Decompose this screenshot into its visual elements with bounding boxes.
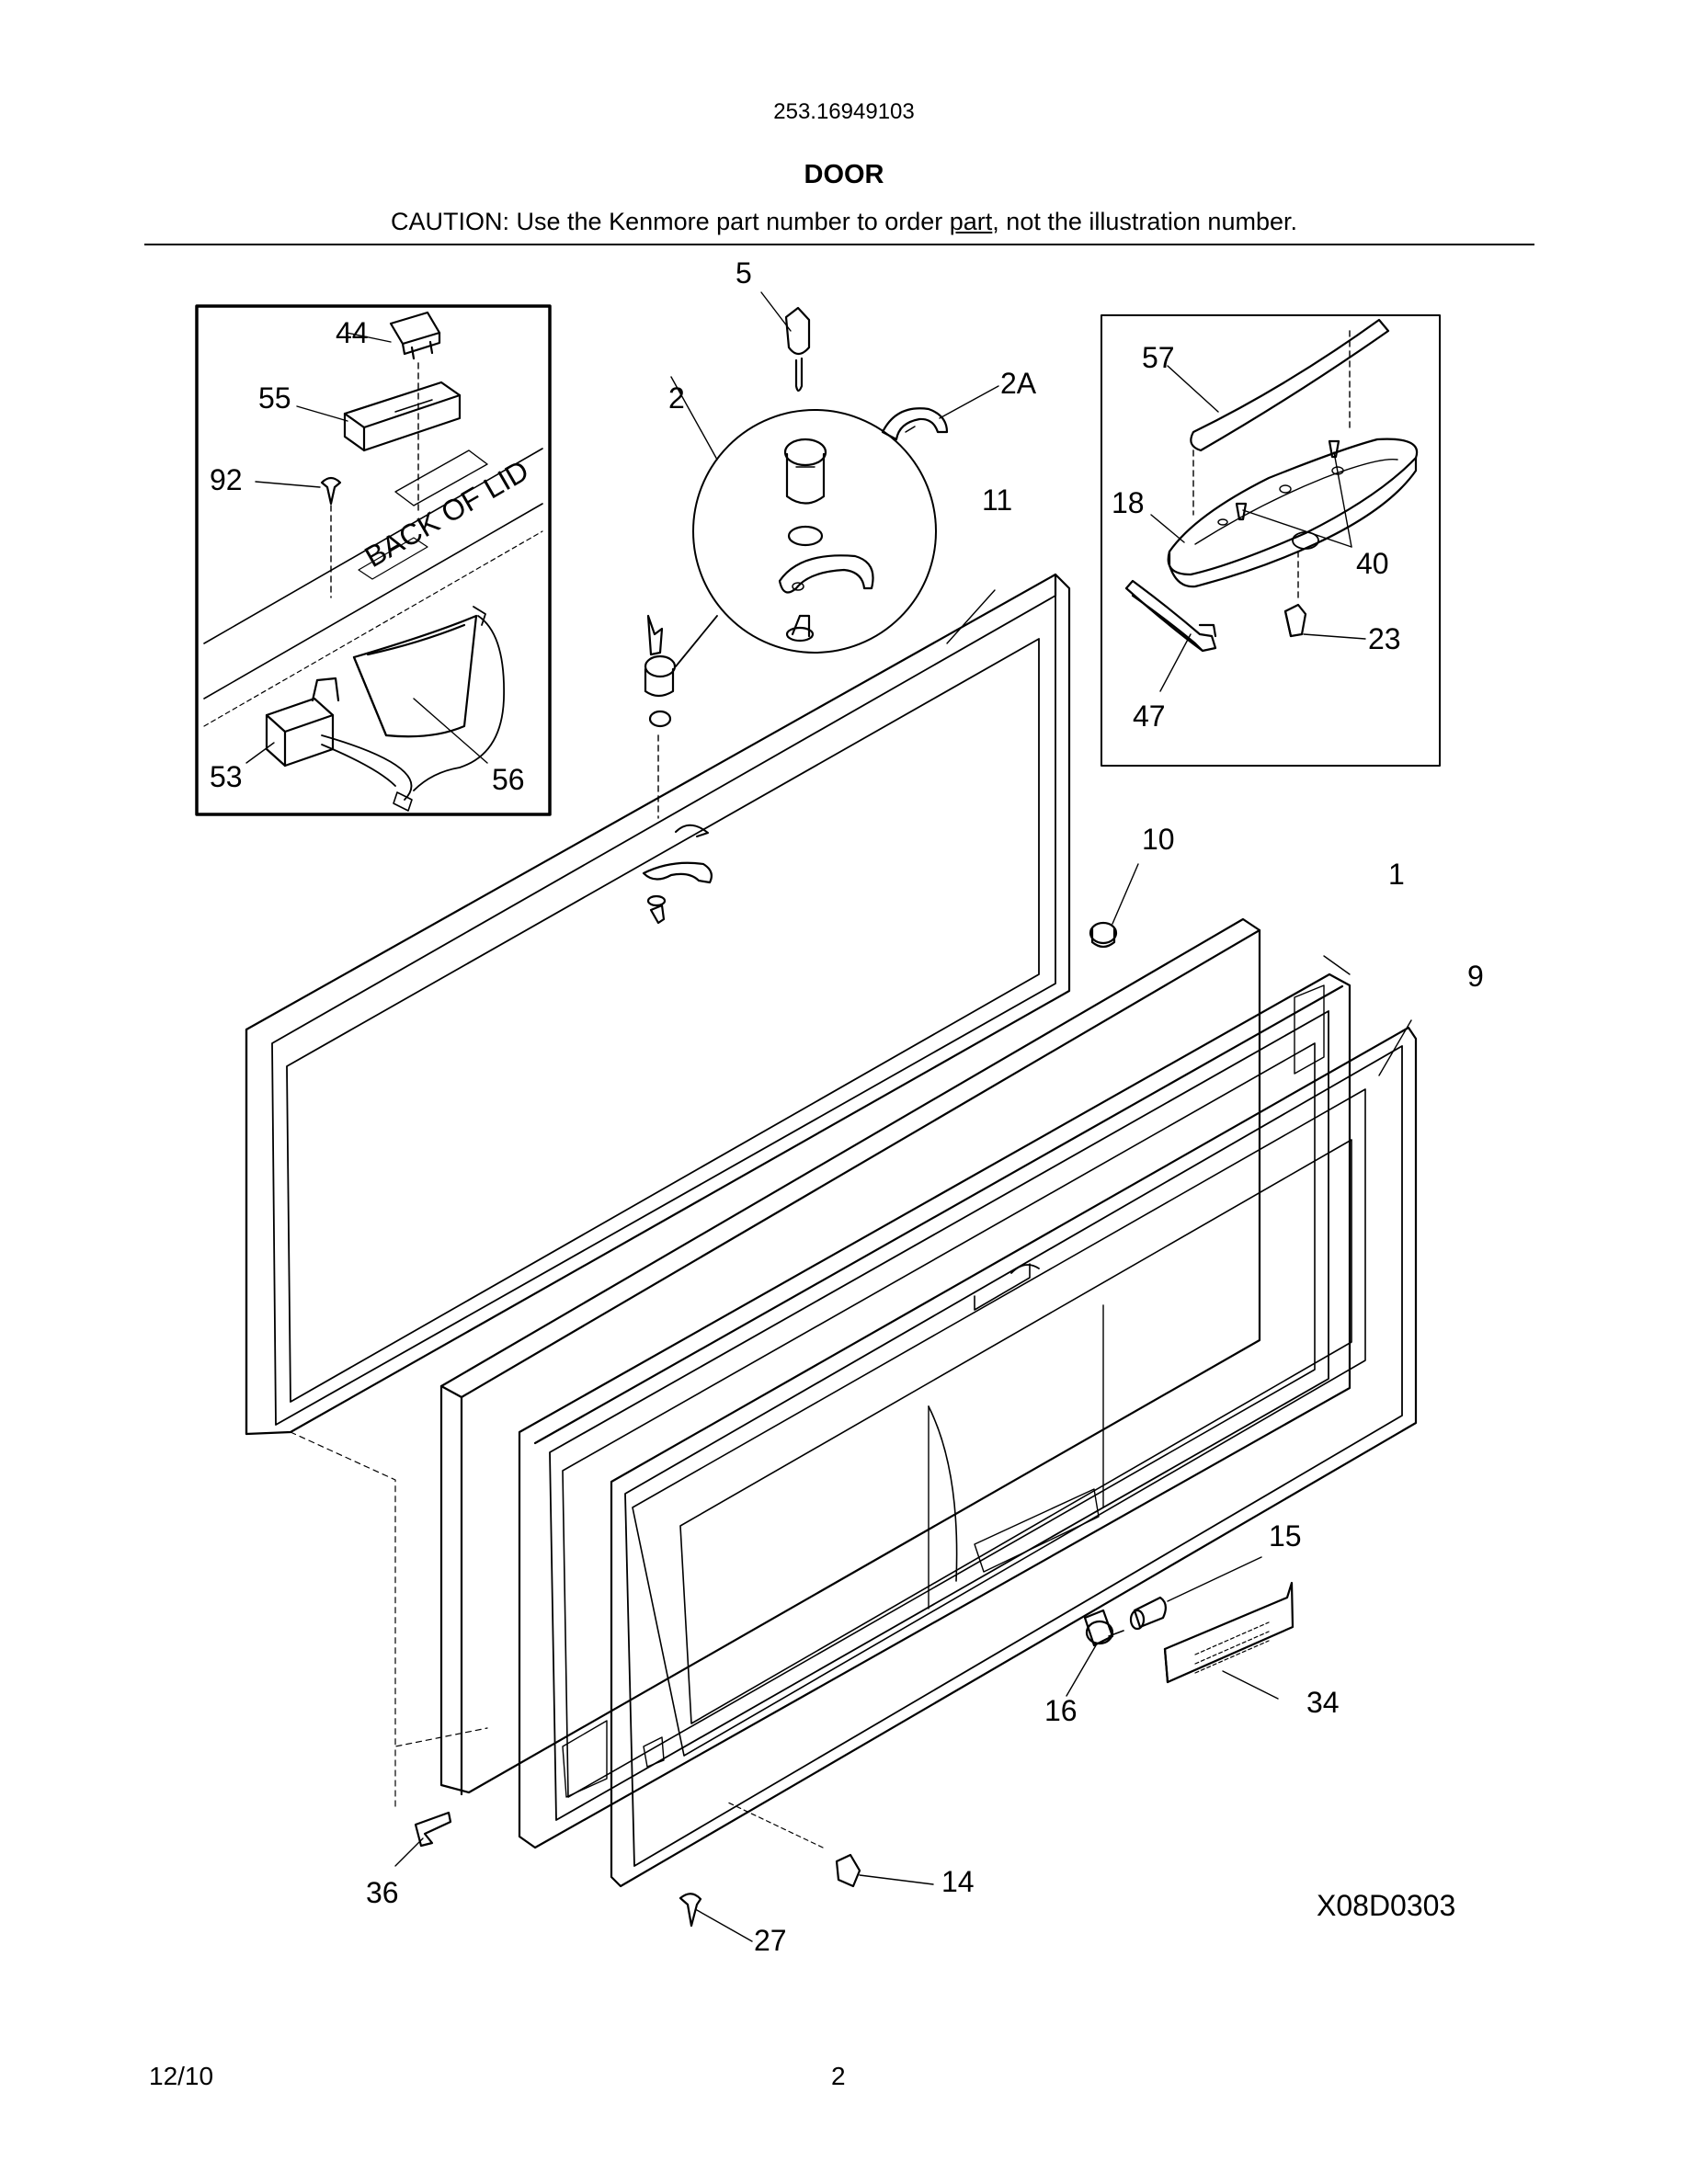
caution-part-link: part bbox=[949, 208, 993, 235]
caution-text: CAUTION: Use the Kenmore part number to … bbox=[391, 208, 950, 235]
inset-light-switch: BACK OF LID bbox=[195, 304, 552, 816]
inset-caption: BACK OF LID bbox=[359, 453, 534, 574]
small-parts bbox=[290, 863, 1295, 1942]
gasket-1 bbox=[518, 955, 1352, 1849]
inner-liner-9 bbox=[610, 1019, 1418, 1888]
caution-note: CAUTION: Use the Kenmore part number to … bbox=[0, 208, 1688, 236]
callout-56: 56 bbox=[492, 763, 525, 796]
callout-14: 14 bbox=[941, 1865, 975, 1898]
inset-handle bbox=[1101, 314, 1441, 767]
callout-44: 44 bbox=[336, 316, 369, 349]
header-rule bbox=[144, 244, 1534, 245]
callout-labels: 44 55 92 53 56 5 2 2A 11 57 18 40 23 47 … bbox=[210, 256, 1484, 1957]
callout-55: 55 bbox=[258, 381, 291, 415]
callout-1: 1 bbox=[1388, 858, 1405, 891]
callout-9: 9 bbox=[1467, 960, 1484, 993]
callout-27: 27 bbox=[754, 1924, 787, 1957]
callout-40: 40 bbox=[1356, 547, 1389, 580]
callout-57: 57 bbox=[1142, 341, 1175, 374]
caution-text-end: , not the illustration number. bbox=[992, 208, 1297, 235]
door-panel bbox=[439, 917, 1261, 1796]
callout-18: 18 bbox=[1112, 486, 1145, 519]
callout-10: 10 bbox=[1142, 823, 1175, 856]
callout-34: 34 bbox=[1306, 1686, 1340, 1719]
callout-53: 53 bbox=[210, 760, 243, 793]
callout-15: 15 bbox=[1269, 1519, 1302, 1553]
model-number: 253.16949103 bbox=[773, 99, 915, 124]
callout-2a: 2A bbox=[1000, 367, 1037, 400]
callout-2: 2 bbox=[668, 381, 685, 415]
callout-92: 92 bbox=[210, 463, 243, 496]
lock-assembly bbox=[642, 291, 999, 925]
callout-5: 5 bbox=[736, 256, 752, 290]
callout-47: 47 bbox=[1133, 700, 1166, 733]
callout-11: 11 bbox=[982, 483, 1012, 517]
drawing-code: X08D0303 bbox=[1317, 1889, 1455, 1922]
callout-36: 36 bbox=[366, 1876, 399, 1909]
callout-16: 16 bbox=[1044, 1694, 1078, 1727]
callout-23: 23 bbox=[1368, 622, 1401, 655]
section-title: DOOR bbox=[804, 160, 884, 189]
footer-date: 12/10 bbox=[149, 2062, 214, 2090]
frame-11 bbox=[245, 573, 1071, 1436]
page-number: 2 bbox=[831, 2062, 846, 2090]
